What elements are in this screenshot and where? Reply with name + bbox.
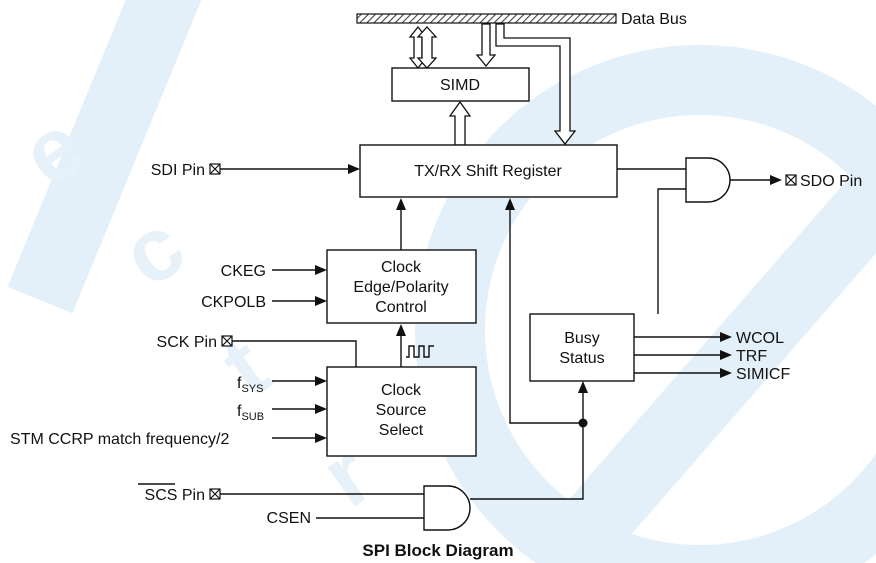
sdo-and-gate [685,157,731,203]
scs-pin-label: SCS Pin [145,487,205,504]
shift-register-block [359,144,618,198]
bus-to-shift-line [495,23,577,146]
sdi-pin-icon [209,163,221,175]
data-bus-label: Data Bus [621,11,687,28]
sck-pin-icon [221,335,233,347]
stm-label: STM CCRP match frequency/2 [10,431,229,448]
clock-pulse-icon [406,345,434,358]
fsub-label: fSUB [237,403,264,423]
clock-edge-line2: Edge/Polarity [353,279,448,296]
clock-source-line3: Select [379,422,424,439]
simd-to-shift-arrow [448,100,472,146]
simicf-label: SIMICF [736,366,790,383]
clock-edge-line1: Clock [381,259,422,276]
scs-and-gate [423,485,471,531]
busy-status-line2: Status [559,350,604,367]
ckeg-label: CKEG [221,263,266,280]
sdo-pin-icon [785,174,797,186]
data-bus [356,13,617,24]
busy-status-block [529,313,635,382]
simd-label: SIMD [440,77,480,94]
sck-pin-label: SCK Pin [157,334,217,351]
diagram-title: SPI Block Diagram [362,541,513,560]
simd-block [391,67,530,102]
shift-register-label: TX/RX Shift Register [414,163,562,180]
scs-pin-icon [209,488,221,500]
fsys-label: fSYS [237,375,263,395]
ckpolb-label: CKPOLB [201,294,266,311]
clock-source-line2: Source [376,402,427,419]
csen-label: CSEN [267,510,311,527]
busy-status-line1: Busy [564,330,600,347]
clock-source-line1: Clock [381,382,422,399]
bus-to-simd-arrow [475,23,497,68]
trf-label: TRF [736,348,767,365]
clock-edge-line3: Control [375,299,427,316]
sdo-pin-label: SDO Pin [800,173,862,190]
clock-source-block [326,366,477,457]
wcol-label: WCOL [736,330,784,347]
sdi-pin-label: SDI Pin [151,162,205,179]
